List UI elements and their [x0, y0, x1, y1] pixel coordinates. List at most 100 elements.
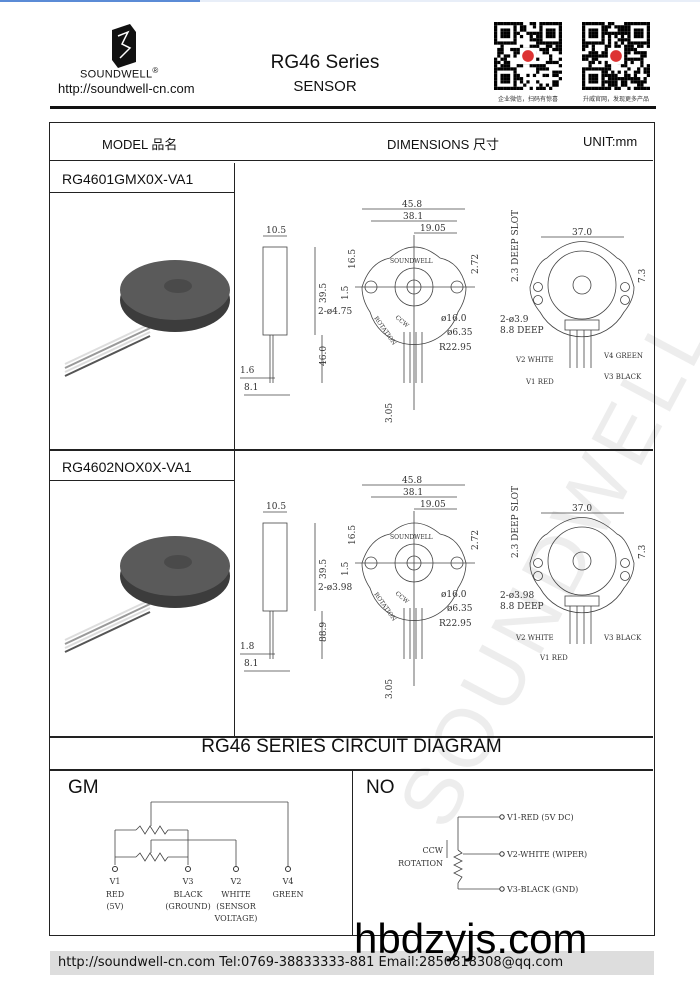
dimension-label: 39.5: [319, 283, 329, 303]
watermark-site: hbdzyjs.com: [354, 915, 588, 962]
terminal: [285, 866, 291, 872]
terminal: [112, 866, 118, 872]
back-view-body: [529, 517, 635, 614]
wire: [64, 611, 151, 653]
qr-code-icon: [494, 22, 562, 90]
pin-label: RED: [106, 890, 124, 899]
dimension-label: ø16.0: [441, 590, 467, 600]
resistor-symbol: [135, 852, 169, 862]
wire-label: V2 WHITE: [515, 356, 554, 364]
dimension-label: 1.5: [341, 285, 351, 300]
dimension-label: 1.6: [240, 366, 255, 376]
pin-label: VOLTAGE): [214, 914, 258, 923]
dimension-label: ø16.0: [441, 314, 467, 324]
footer-contact: http://soundwell-cn.com Tel:0769-3883333…: [50, 951, 654, 975]
wire: [64, 599, 151, 641]
wire: [64, 331, 151, 373]
pin-label: (5V): [106, 902, 123, 911]
dimension-label: 2-ø4.75: [318, 307, 352, 317]
dimension-label: 2.72: [471, 254, 481, 274]
unit-label: UNIT:mm: [583, 134, 638, 149]
dimension-label: ø6.35: [447, 604, 473, 614]
no-circuit: V1-RED (5V DC) V2-WHITE (WIPER) V3-BLACK (…: [398, 813, 587, 894]
mounting-hole: [620, 282, 630, 292]
dimension-label: 8.1: [244, 659, 258, 669]
pin-name: V3: [182, 877, 194, 886]
dimension-label: 45.8: [402, 476, 422, 486]
qr-caption: 升威官网，发现更多产品: [582, 97, 649, 103]
no-label: NO: [366, 777, 395, 798]
dimension-label: 16.5: [348, 525, 358, 545]
dimension-label: 3.05: [385, 679, 395, 699]
dimension-label: 19.05: [420, 224, 446, 234]
dimension-label: SOUNDWELL: [390, 258, 433, 265]
soundwell-logo-icon: [112, 24, 136, 68]
dimension-label: R22.95: [439, 343, 472, 353]
pin-label: BLACK: [173, 890, 203, 899]
dimension-label: 2.3 DEEP SLOT: [511, 486, 521, 558]
wire: [64, 335, 151, 377]
row-divider: [50, 769, 653, 771]
circuit-title: RG46 SERIES CIRCUIT DIAGRAM: [201, 736, 502, 757]
pin-name: V4: [282, 877, 294, 886]
pin-label: (SENSOR: [216, 902, 256, 911]
dimension-label: SOUNDWELL: [390, 534, 433, 541]
resistor-symbol: [135, 825, 169, 835]
pin-label: V3-BLACK (GND): [506, 885, 578, 894]
dimension-label: R22.95: [439, 619, 472, 629]
dimension-label: 10.5: [266, 502, 286, 512]
dimension-label: 2.72: [471, 530, 481, 550]
resistor-symbol: [453, 849, 463, 884]
back-shaft: [572, 551, 592, 571]
pin-label: V2-WHITE (WIPER): [506, 850, 587, 859]
dimension-label: CCW: [394, 314, 411, 330]
dimension-label: 2-ø3.9: [500, 315, 529, 325]
wire-label: V3 BLACK: [603, 373, 642, 381]
back-ring: [547, 526, 617, 596]
pin-label: GREEN: [272, 890, 303, 899]
dimension-label: 38.1: [403, 488, 423, 498]
dimension-label: 37.0: [572, 504, 592, 514]
mounting-hole: [533, 282, 543, 292]
wire: [64, 327, 151, 369]
model-header: MODEL 品名: [102, 137, 178, 152]
wire: [64, 607, 151, 649]
mounting-hole: [533, 558, 543, 568]
dimension-label: ROTATION: [398, 859, 443, 868]
side-view-body: [262, 246, 288, 336]
header-divider: [50, 106, 656, 109]
dimension-label: 2-ø3.98: [500, 591, 534, 601]
dimension-label: ROTATION: [372, 591, 397, 623]
product-drawing: 10.51.88.1SOUNDWELLCCWROTATION45.838.119…: [64, 476, 648, 699]
dimension-label: 8.8 DEEP: [500, 326, 544, 336]
dimension-label: 37.0: [572, 228, 592, 238]
dimension-label: ROTATION: [372, 315, 397, 347]
table-header: MODEL 品名 DIMENSIONS 尺寸 UNIT:mm: [50, 123, 653, 161]
terminal: [185, 866, 191, 872]
wire-label: V1 RED: [539, 654, 568, 662]
mounting-hole: [533, 295, 543, 305]
terminal: [499, 851, 505, 857]
row-divider: [50, 736, 653, 738]
side-view-body: [262, 522, 288, 612]
registered-mark: ®: [152, 66, 159, 75]
product-photo: [64, 536, 230, 653]
qr-caption: 企业微信，扫码有惊喜: [497, 97, 558, 103]
datasheet-table: MODEL 品名 DIMENSIONS 尺寸 UNIT:mm RG4601GMX…: [49, 122, 655, 936]
wire-label: V3 BLACK: [603, 634, 642, 642]
pin-name: V1: [109, 877, 121, 886]
wire-label: V2 WHITE: [515, 634, 554, 642]
dimension-label: 46.0: [319, 346, 329, 366]
dimension-label: 19.05: [420, 500, 446, 510]
gm-circuit: V1RED(5V)V3BLACK(GROUND)V2WHITE(SENSORVO…: [106, 801, 304, 923]
terminal: [499, 886, 505, 892]
pin-label: V1-RED (5V DC): [506, 813, 574, 822]
company-url[interactable]: http://soundwell-cn.com: [58, 81, 195, 96]
mounting-hole: [620, 295, 630, 305]
mounting-hole: [533, 571, 543, 581]
dimension-label: 2.3 DEEP SLOT: [511, 210, 521, 282]
dimension-label: 38.1: [403, 212, 423, 222]
mounting-hole: [620, 558, 630, 568]
gm-label: GM: [68, 777, 99, 798]
dimension-label: CCW: [394, 590, 411, 606]
